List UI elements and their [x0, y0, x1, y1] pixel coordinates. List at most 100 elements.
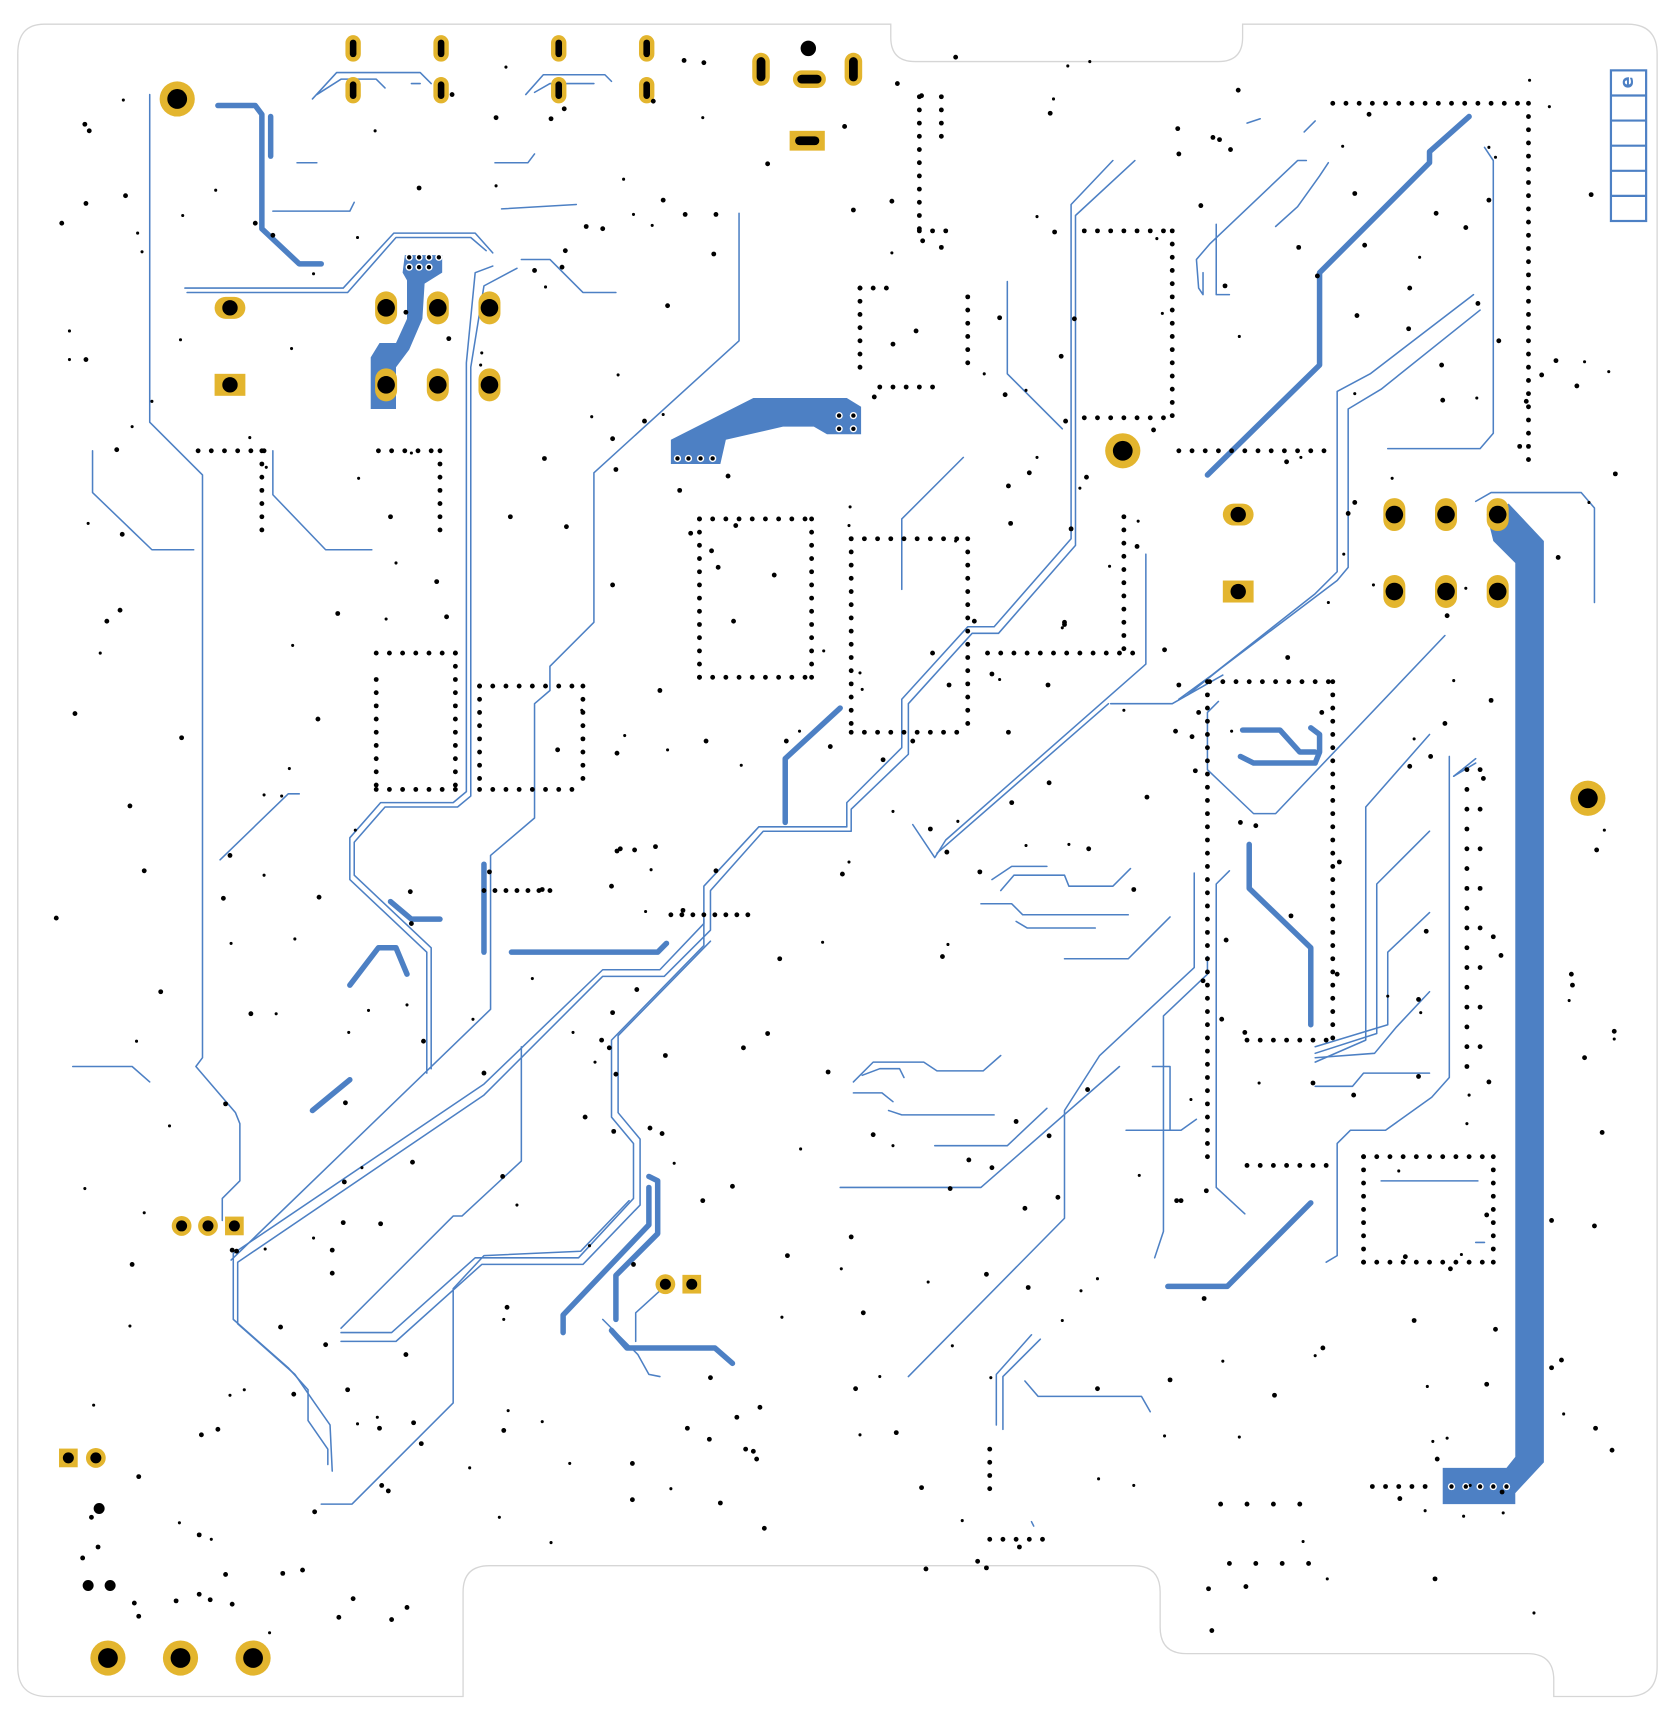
via: [954, 539, 958, 543]
via: [1488, 100, 1494, 106]
via: [809, 674, 815, 680]
via: [220, 895, 226, 901]
via: [1466, 1259, 1472, 1265]
via: [858, 1433, 862, 1437]
signal-trace: [1030, 1520, 1035, 1527]
via: [1490, 1207, 1496, 1212]
drill-hole: [222, 300, 238, 316]
via: [610, 436, 616, 442]
via: [1121, 606, 1127, 612]
via: [1526, 140, 1531, 146]
via: [263, 1247, 267, 1251]
via: [1330, 811, 1336, 817]
via: [1517, 443, 1523, 449]
via: [1419, 1011, 1423, 1015]
via: [1035, 215, 1039, 219]
via: [1301, 1539, 1305, 1544]
via: [1319, 710, 1325, 715]
via: [910, 738, 916, 744]
via: [1464, 1004, 1470, 1010]
via: [1220, 679, 1226, 685]
via: [1052, 229, 1058, 235]
via: [736, 674, 742, 680]
via: [580, 696, 586, 702]
via: [580, 708, 584, 712]
signal-trace: [1063, 916, 1171, 960]
via: [776, 674, 782, 680]
via: [1078, 486, 1082, 490]
via: [1390, 476, 1394, 480]
via: [848, 505, 852, 509]
via: [1026, 1536, 1032, 1542]
via: [340, 1220, 346, 1226]
via: [1464, 1044, 1470, 1050]
via: [599, 1037, 605, 1043]
via: [1479, 1259, 1485, 1265]
via: [960, 1519, 964, 1523]
via: [913, 328, 919, 334]
via: [452, 650, 458, 656]
via: [1594, 847, 1600, 853]
via: [274, 1012, 278, 1016]
via: [848, 681, 854, 687]
via: [1361, 1220, 1366, 1226]
via: [1081, 415, 1087, 421]
via: [889, 198, 895, 204]
layer-stack-legend: ə: [1609, 69, 1648, 223]
via: [1526, 325, 1531, 331]
via: [848, 721, 854, 726]
via: [1002, 392, 1008, 398]
via: [1064, 650, 1070, 656]
via: [765, 161, 771, 167]
via: [1477, 1044, 1483, 1050]
pad-layer: [59, 35, 1606, 1676]
via: [1330, 745, 1336, 751]
via: [733, 523, 739, 528]
via: [697, 622, 702, 627]
via: [67, 357, 71, 362]
via: [1330, 877, 1336, 883]
via: [1313, 1354, 1317, 1358]
via: [571, 1030, 575, 1034]
via: [506, 1409, 510, 1413]
via: [312, 1236, 316, 1240]
via: [1205, 1114, 1210, 1120]
signal-trace: [1314, 1072, 1431, 1088]
via: [923, 1566, 929, 1572]
via: [1134, 415, 1140, 421]
via: [1442, 721, 1448, 726]
via: [943, 228, 949, 234]
via: [229, 941, 233, 945]
via: [1024, 843, 1028, 848]
via: [1475, 396, 1479, 400]
via: [947, 1186, 953, 1191]
via: [1549, 1365, 1554, 1371]
drill-hole: [1437, 505, 1455, 524]
via: [1528, 78, 1532, 82]
via: [403, 1352, 409, 1357]
signal-trace: [852, 1054, 1002, 1083]
via: [1411, 1318, 1417, 1323]
via: [375, 448, 381, 454]
via: [452, 787, 458, 792]
via: [1167, 1377, 1173, 1383]
via: [1562, 1412, 1566, 1416]
via: [178, 338, 183, 342]
via: [1235, 87, 1241, 93]
via: [1006, 729, 1011, 735]
via: [616, 373, 620, 377]
via: [1366, 111, 1372, 117]
via: [848, 707, 854, 713]
via: [222, 448, 227, 454]
via: [1488, 697, 1494, 703]
via: [857, 338, 863, 344]
thick-trace: [782, 705, 843, 826]
via: [373, 769, 379, 775]
via: [394, 561, 398, 565]
via: [123, 193, 128, 199]
via: [1330, 943, 1336, 948]
via: [1439, 362, 1445, 368]
via: [1383, 100, 1388, 106]
via: [1192, 768, 1198, 774]
via: [353, 828, 357, 832]
